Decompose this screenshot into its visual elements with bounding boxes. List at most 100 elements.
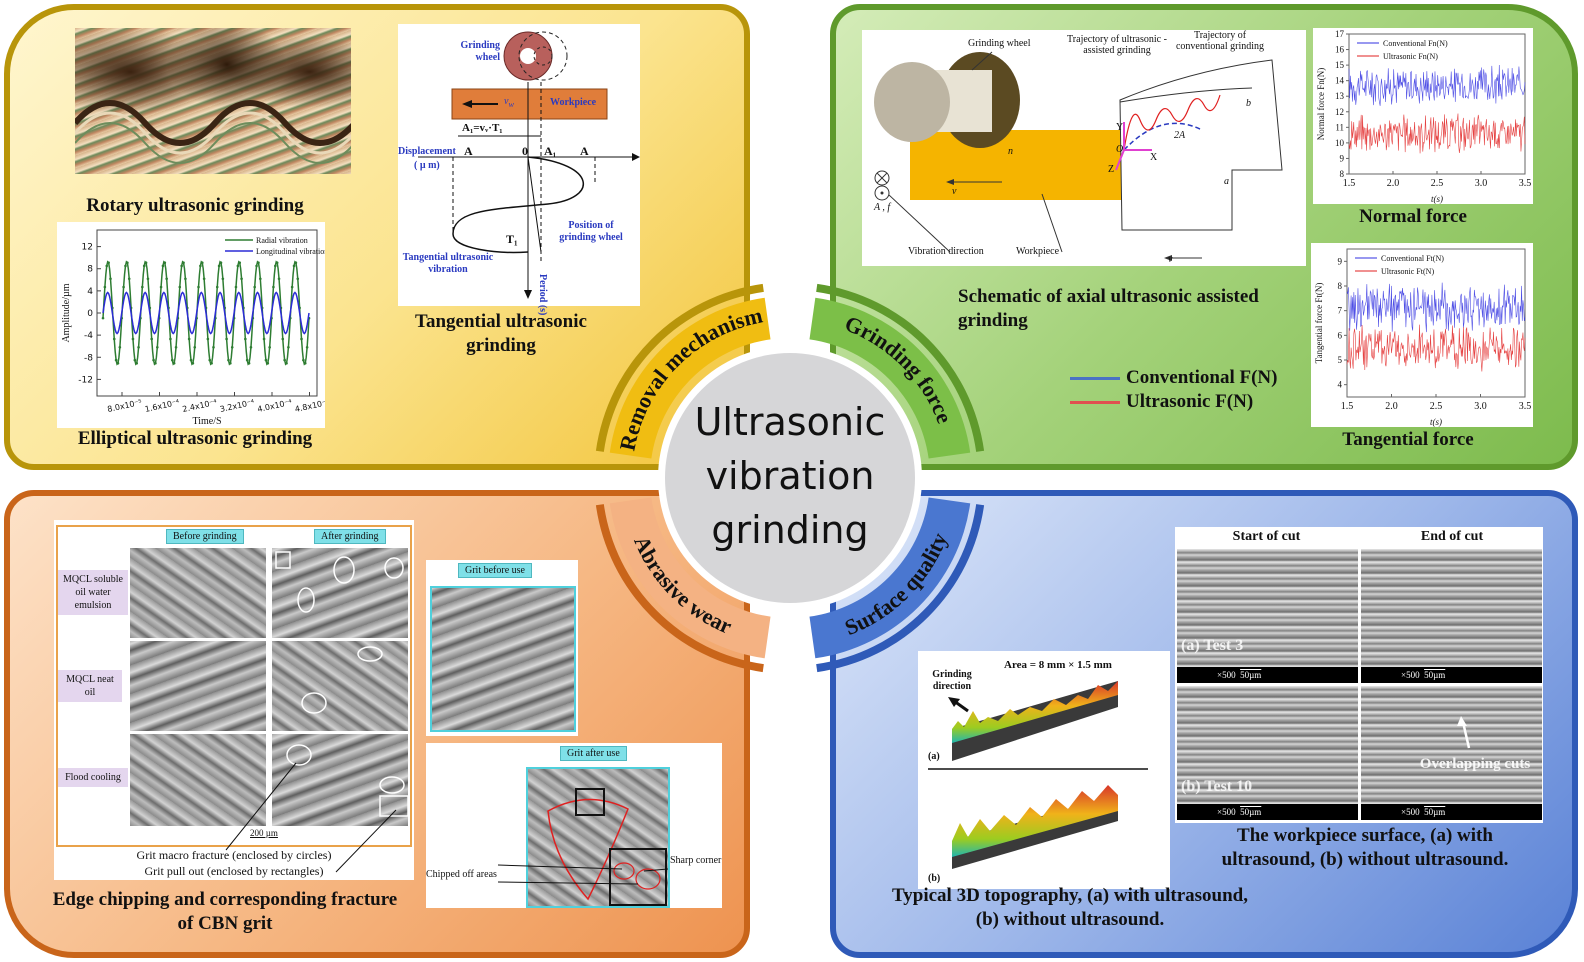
ns-label: n bbox=[1008, 146, 1013, 157]
series-marker bbox=[212, 345, 215, 349]
center-circle bbox=[665, 353, 915, 603]
grinding-wheel-shape bbox=[874, 62, 950, 142]
vw-label-1: v bbox=[952, 186, 957, 197]
series-marker bbox=[238, 261, 242, 265]
topography-caption-line-2: (b) without ultrasound. bbox=[975, 909, 1165, 930]
y-tick-label: 13 bbox=[1335, 91, 1345, 101]
row-label-neat-oil: MQCL neat oil bbox=[58, 670, 122, 702]
y-tick-label: 14 bbox=[1335, 76, 1345, 86]
schematic-caption-line-2: grinding bbox=[958, 310, 1028, 331]
series-marker bbox=[174, 345, 178, 349]
y-tick-label: 6 bbox=[1338, 330, 1343, 340]
cbn-caption-line-2: of CBN grit bbox=[177, 913, 273, 934]
x-tick-label: 2.5 bbox=[1431, 178, 1444, 189]
series-marker bbox=[277, 277, 281, 281]
series-marker bbox=[236, 264, 240, 268]
series-marker bbox=[268, 345, 271, 349]
x-tick-label: 1.5 bbox=[1341, 401, 1354, 412]
series-marker bbox=[208, 358, 212, 362]
series-marker bbox=[259, 277, 262, 281]
ring-segment-0 bbox=[609, 297, 771, 459]
x-tick-label: 2.0 bbox=[1387, 178, 1400, 189]
after-grinding-tag: After grinding bbox=[314, 529, 386, 544]
note-circles: Grit macro fracture (enclosed by circles… bbox=[136, 848, 332, 862]
series-marker bbox=[107, 261, 110, 265]
center-title: Ultrasonic vibration grinding bbox=[650, 395, 930, 557]
series-marker bbox=[215, 285, 219, 289]
mag-3: ×500 bbox=[1217, 807, 1236, 817]
y-tick-label: 4 bbox=[87, 287, 93, 297]
center-title-line-2: vibration bbox=[705, 454, 875, 498]
series-marker bbox=[165, 277, 168, 281]
legend-label-0: Radial vibration bbox=[256, 236, 308, 245]
x-axis-label: Time/S bbox=[192, 416, 221, 427]
series-marker bbox=[159, 285, 163, 289]
annotation-overlay bbox=[225, 551, 409, 873]
y-tick-label: 8 bbox=[1340, 169, 1345, 179]
y-tick-label: 12 bbox=[1335, 107, 1344, 117]
note-rectangles: Grit pull out (enclosed by rectangles) bbox=[144, 864, 324, 878]
micrograph-after-2 bbox=[272, 641, 408, 731]
before-grinding-tag: Before grinding bbox=[166, 529, 244, 544]
x-tick-label: 3.0 bbox=[1474, 401, 1487, 412]
topography-caption: Typical 3D topography, (a) with ultrasou… bbox=[860, 884, 1280, 932]
series-marker bbox=[133, 358, 137, 362]
series-marker bbox=[103, 285, 107, 289]
series-marker bbox=[161, 264, 165, 268]
elliptical-caption: Elliptical ultrasonic grinding bbox=[77, 428, 313, 449]
axial-schematic-svg bbox=[874, 51, 1283, 261]
series-marker bbox=[124, 264, 127, 268]
start-of-cut-header: Start of cut bbox=[1232, 529, 1301, 544]
series-marker bbox=[229, 361, 232, 365]
ring-segment-3 bbox=[809, 497, 971, 659]
x-tick-label: 1.6x10⁻⁴ bbox=[144, 398, 180, 414]
series-marker bbox=[296, 277, 300, 281]
rotary-grinding-micrograph bbox=[75, 28, 351, 174]
series-marker bbox=[234, 285, 238, 289]
test10-label: (b) Test 10 bbox=[1181, 778, 1253, 795]
series-marker bbox=[184, 277, 187, 281]
series-line-0 bbox=[1348, 64, 1526, 106]
scale-label: 200 µm bbox=[250, 828, 278, 838]
x-tick-label: 3.5 bbox=[1519, 178, 1532, 189]
axis-label-zero: 0 bbox=[522, 144, 528, 158]
series-marker bbox=[200, 261, 204, 265]
series-marker bbox=[249, 345, 253, 349]
vw-label: vw bbox=[504, 96, 515, 109]
series-marker bbox=[283, 358, 286, 362]
series-marker bbox=[302, 358, 305, 362]
center-title-line-1: Ultrasonic bbox=[694, 400, 886, 444]
area-label: Area = 8 mm × 1.5 mm bbox=[1004, 659, 1112, 671]
series-marker bbox=[105, 264, 109, 268]
position-label: Position of grinding wheel bbox=[559, 220, 623, 243]
axis-x-label: X bbox=[1150, 152, 1158, 163]
tangential-force-caption: Tangential force bbox=[1342, 429, 1474, 450]
axis-y-label: Y bbox=[1116, 122, 1124, 133]
legend-swatch-conventional bbox=[1070, 377, 1120, 381]
series-marker bbox=[290, 285, 294, 289]
series-marker bbox=[146, 277, 150, 281]
series-marker bbox=[154, 361, 157, 365]
axis-o-label: O bbox=[1116, 144, 1124, 155]
rotary-caption: Rotary ultrasonic grinding bbox=[86, 195, 304, 216]
y-tick-label: -4 bbox=[84, 331, 93, 341]
series-marker bbox=[300, 337, 303, 341]
legend-label-1: Ultrasonic Ft(N) bbox=[1381, 267, 1434, 276]
y-axis-label: Amplitude/µm bbox=[61, 283, 72, 342]
series-marker bbox=[101, 316, 105, 320]
series-marker bbox=[285, 361, 288, 365]
series-marker bbox=[230, 345, 234, 349]
y-tick-label: 15 bbox=[1335, 60, 1345, 70]
x-tick-label: 1.5 bbox=[1343, 178, 1356, 189]
tangential-caption-line-2: grinding bbox=[466, 335, 536, 356]
sem-test3-start: (a) Test 3 ×500 50µm bbox=[1177, 549, 1358, 683]
y-axis-label: Tangential force Ft(N) bbox=[1314, 283, 1324, 364]
t1-label: T₁ bbox=[506, 232, 518, 246]
series-marker bbox=[163, 261, 167, 265]
ring-segment-2 bbox=[609, 497, 771, 659]
series-marker bbox=[245, 358, 249, 362]
